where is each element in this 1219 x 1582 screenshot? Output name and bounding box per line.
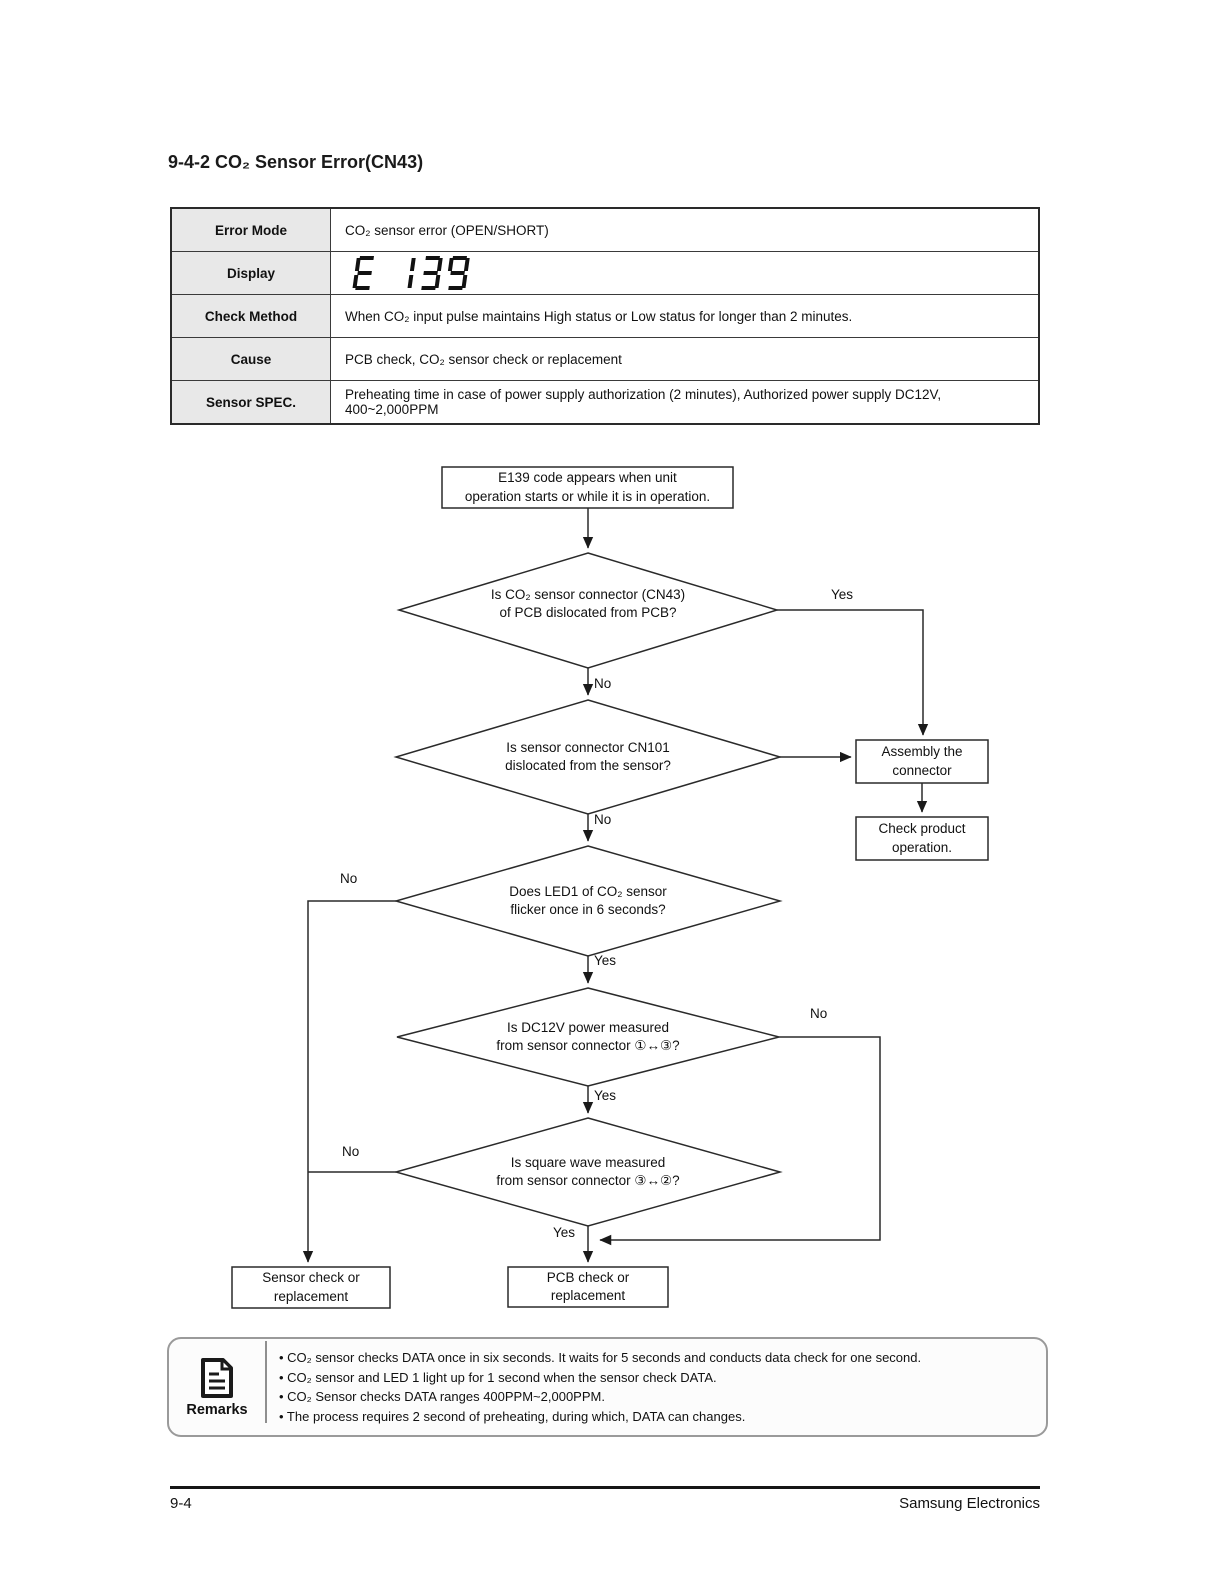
edge-label-no-3: No [340,871,358,886]
sensor-check-label: Sensor check or replacement [262,1270,360,1304]
remarks-items: • CO₂ sensor checks DATA once in six sec… [267,1348,1046,1426]
remarks-panel: Remarks • CO₂ sensor checks DATA once in… [167,1337,1048,1437]
row-label: Cause [172,338,331,380]
row-label: Sensor SPEC. [172,381,331,423]
row-value: PCB check, CO₂ sensor check or replaceme… [345,351,622,367]
table-row: Sensor SPEC. Preheating time in case of … [172,380,1038,423]
remarks-item: • CO₂ Sensor checks DATA ranges 400PPM~2… [279,1389,605,1404]
table-row: Display [172,251,1038,294]
decision-4-label: Is DC12V power measured from sensor conn… [496,1019,680,1053]
check-product-label: Check product operation. [878,821,966,855]
row-value: Preheating time in case of power supply … [345,387,942,417]
table-row: Error Mode CO₂ sensor error (OPEN/SHORT) [172,209,1038,251]
remarks-item: • CO₂ sensor and LED 1 light up for 1 se… [279,1369,717,1385]
edge-label-no-5: No [342,1144,360,1159]
start-box-label: E139 code appears when unit operation st… [464,470,711,504]
flowchart [231,466,989,1309]
seven-segment-display [352,256,470,290]
remarks-divider [265,1341,267,1423]
pcb-check-box [507,1266,669,1308]
error-info-table: Error Mode CO₂ sensor error (OPEN/SHORT)… [170,207,1040,425]
edge-d1-yes [777,609,929,736]
row-value: When CO₂ input pulse maintains High stat… [345,308,853,324]
table-row: Check Method When CO₂ input pulse mainta… [172,294,1038,337]
edge-d4-no [599,1036,881,1246]
row-label: Display [172,252,331,294]
decision-diamond-4 [396,987,780,1087]
footer-rule [170,1486,1040,1489]
edge-label-yes-1: Yes [831,587,854,602]
pcb-check-label: PCB check or replacement [546,1269,630,1303]
decision-5-label: Is square wave measured from sensor conn… [496,1154,680,1188]
sensor-check-box [231,1266,391,1309]
remarks-label: Remarks [186,1401,248,1418]
edge-label-no-1: No [594,676,612,691]
remarks-item: • The process requires 2 second of prehe… [279,1408,746,1424]
decision-diamond-5 [393,1117,783,1227]
edge-label-yes-5: Yes [553,1225,576,1240]
note-icon [201,1357,233,1398]
assembly-connector-label: Assembly the connector [881,744,963,778]
row-value [331,252,1038,294]
edge-label-yes-4: Yes [594,1088,617,1103]
table-row: Cause PCB check, CO₂ sensor check or rep… [172,337,1038,380]
edge-label-yes-3: Yes [594,953,617,968]
decision-diamond-1 [396,552,780,669]
assembly-connector-box [855,739,989,784]
edge-label-no-2: No [594,812,612,827]
footer-page-number: 9-4 [170,1495,192,1512]
decision-diamond-2 [393,699,783,815]
footer-company: Samsung Electronics [899,1495,1040,1512]
page-title: 9-4-2 CO₂ Sensor Error(CN43) [168,152,424,172]
decision-3-label: Does LED1 of CO₂ sensor flicker once in … [509,883,667,917]
row-value: CO₂ sensor error (OPEN/SHORT) [345,222,549,238]
decision-2-label: Is sensor connector CN101 dislocated fro… [505,739,671,773]
edge-d3-no [302,900,396,1263]
remarks-item: • CO₂ sensor checks DATA once in six sec… [279,1350,922,1365]
edge-label-no-4: No [810,1006,828,1021]
decision-1-label: Is CO₂ sensor connector (CN43) of PCB di… [490,586,686,620]
row-label: Error Mode [172,209,331,251]
check-product-box [855,816,989,861]
decision-diamond-3 [393,845,783,957]
row-label: Check Method [172,295,331,337]
start-box [441,466,734,509]
